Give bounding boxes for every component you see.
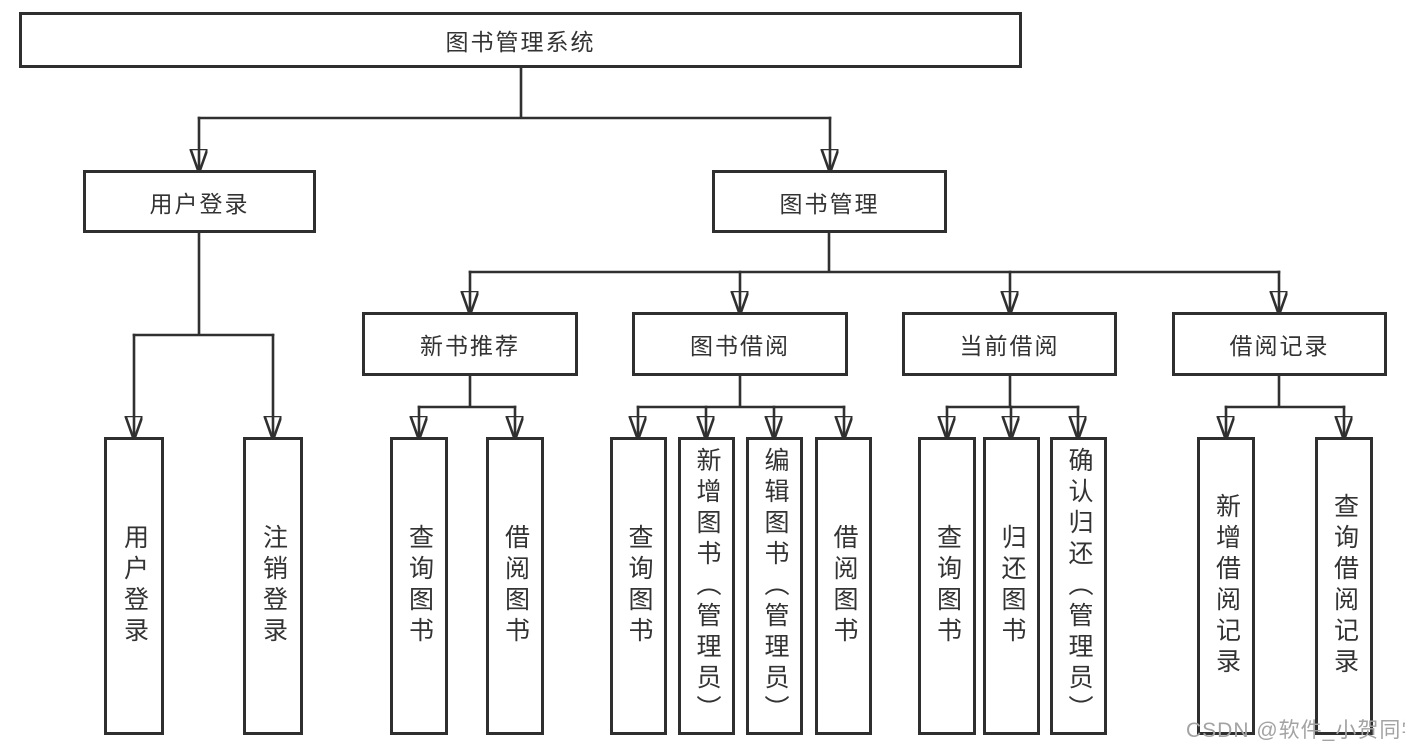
edge-root-to-level2 — [199, 66, 830, 170]
leaf-label: 借阅图书 — [830, 524, 858, 648]
node-book-management: 图书管理 — [712, 170, 947, 233]
leaf-query-books-borrow: 查询图书 — [610, 437, 667, 735]
leaf-label: 查询图书 — [933, 524, 962, 648]
leaf-label: 查询图书 — [405, 524, 434, 648]
edge-borrow-records-to-leaves — [1226, 374, 1344, 437]
leaf-user-login: 用户登录 — [104, 437, 164, 735]
leaf-logout: 注销登录 — [243, 437, 303, 735]
leaf-add-books-admin: 新增图书（管理员） — [678, 437, 735, 735]
leaf-edit-books-admin: 编辑图书（管理员） — [746, 437, 803, 735]
leaf-query-books-recommend: 查询图书 — [390, 437, 448, 735]
leaf-label: 用户登录 — [120, 524, 149, 648]
leaf-confirm-return-admin: 确认归还（管理员） — [1050, 437, 1107, 735]
leaf-label: 新增图书（管理员） — [693, 446, 721, 726]
leaf-return-books: 归还图书 — [983, 437, 1040, 735]
leaf-label: 确认归还（管理员） — [1065, 446, 1093, 726]
node-new-book-recommend: 新书推荐 — [362, 312, 578, 376]
edge-current-borrow-to-leaves — [947, 374, 1078, 437]
node-library-management-system: 图书管理系统 — [19, 12, 1022, 68]
leaf-label: 查询图书 — [625, 524, 653, 648]
leaf-label: 编辑图书（管理员） — [761, 446, 789, 726]
edge-user-login-to-leaves — [134, 231, 273, 437]
leaf-label: 归还图书 — [998, 524, 1026, 648]
leaf-query-books-current: 查询图书 — [918, 437, 976, 735]
leaf-label: 查询借阅记录 — [1330, 493, 1359, 679]
node-current-borrowing: 当前借阅 — [902, 312, 1117, 376]
leaf-label: 注销登录 — [259, 524, 288, 648]
leaf-query-borrow-record: 查询借阅记录 — [1315, 437, 1373, 735]
csdn-watermark: CSDN @软件_小贺同学 — [1186, 719, 1405, 742]
edge-new-book-rec-to-leaves — [419, 374, 515, 437]
edge-book-borrow-to-leaves — [638, 374, 844, 437]
leaf-borrow-books-recommend: 借阅图书 — [486, 437, 544, 735]
leaf-borrow-books-borrow: 借阅图书 — [815, 437, 872, 735]
edge-book-mgmt-to-level3 — [470, 231, 1279, 312]
leaf-add-borrow-record: 新增借阅记录 — [1197, 437, 1255, 735]
leaf-label: 借阅图书 — [501, 524, 530, 648]
node-book-borrowing: 图书借阅 — [632, 312, 848, 376]
node-user-login: 用户登录 — [83, 170, 316, 233]
leaf-label: 新增借阅记录 — [1212, 493, 1241, 679]
node-borrow-records: 借阅记录 — [1172, 312, 1387, 376]
